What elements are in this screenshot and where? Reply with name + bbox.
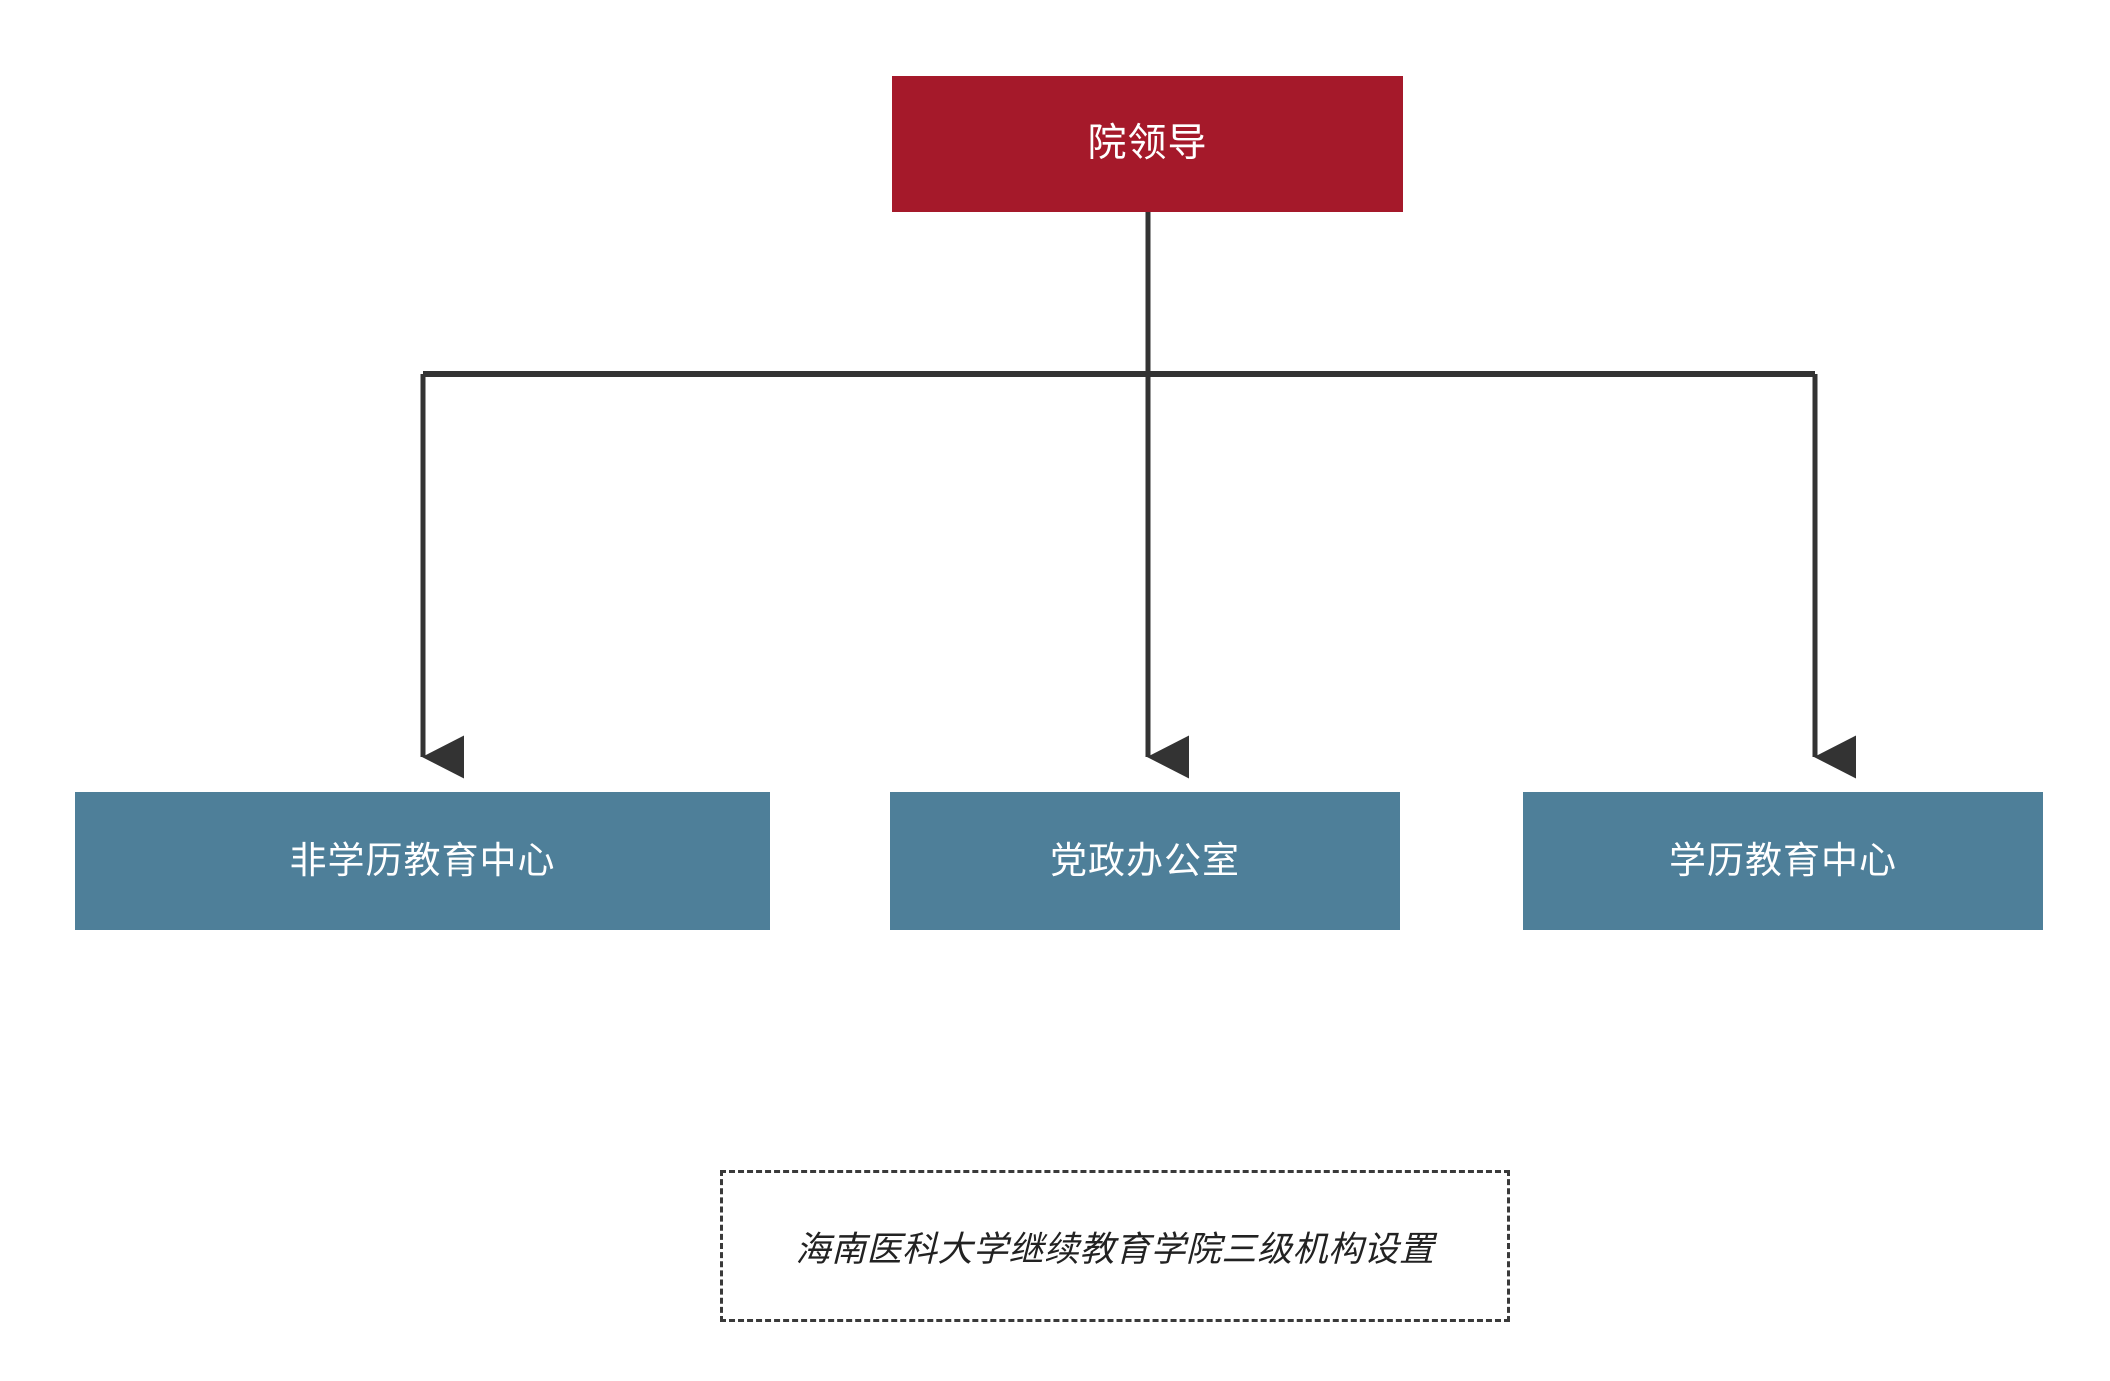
node-child-2-label: 学历教育中心 — [1669, 839, 1897, 881]
caption-label: 海南医科大学继续教育学院三级机构设置 — [795, 1229, 1435, 1269]
node-child-party-government-office[interactable]: 党政办公室 — [890, 792, 1400, 930]
node-root-label: 院领导 — [1087, 121, 1208, 165]
node-child-non-degree-education-center[interactable]: 非学历教育中心 — [75, 792, 770, 930]
node-root[interactable]: 院领导 — [892, 76, 1403, 212]
caption-box: 海南医科大学继续教育学院三级机构设置 — [720, 1170, 1510, 1322]
node-child-1-label: 党政办公室 — [1050, 839, 1240, 881]
node-child-degree-education-center[interactable]: 学历教育中心 — [1523, 792, 2043, 930]
node-child-0-label: 非学历教育中心 — [289, 839, 556, 881]
